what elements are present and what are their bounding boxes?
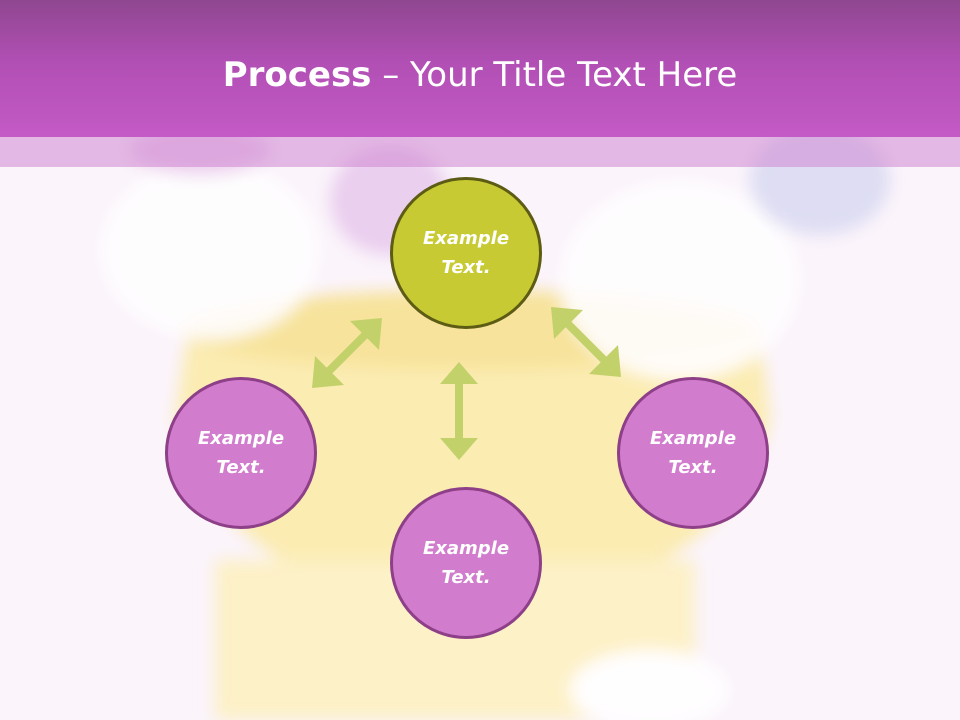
title-bar-strip — [0, 137, 960, 167]
node-top-label: Example Text. — [422, 228, 510, 278]
node-bottom-label: Example Text. — [422, 538, 510, 588]
arrow-left-diagonal — [312, 318, 382, 388]
process-node-left[interactable]: Example Text. — [165, 377, 317, 529]
title-bold: Process — [222, 55, 372, 95]
process-node-top[interactable]: Example Text. — [390, 177, 542, 329]
arrow-vertical — [440, 362, 478, 460]
process-node-right[interactable]: Example Text. — [617, 377, 769, 529]
arrow-right-diagonal — [551, 307, 621, 377]
page-title[interactable]: Process – Your Title Text Here — [0, 52, 960, 98]
process-node-bottom[interactable]: Example Text. — [390, 487, 542, 639]
title-bar — [0, 0, 960, 137]
title-rest: – Your Title Text Here — [371, 55, 738, 95]
node-left-label: Example Text. — [197, 428, 285, 478]
node-right-label: Example Text. — [649, 428, 737, 478]
